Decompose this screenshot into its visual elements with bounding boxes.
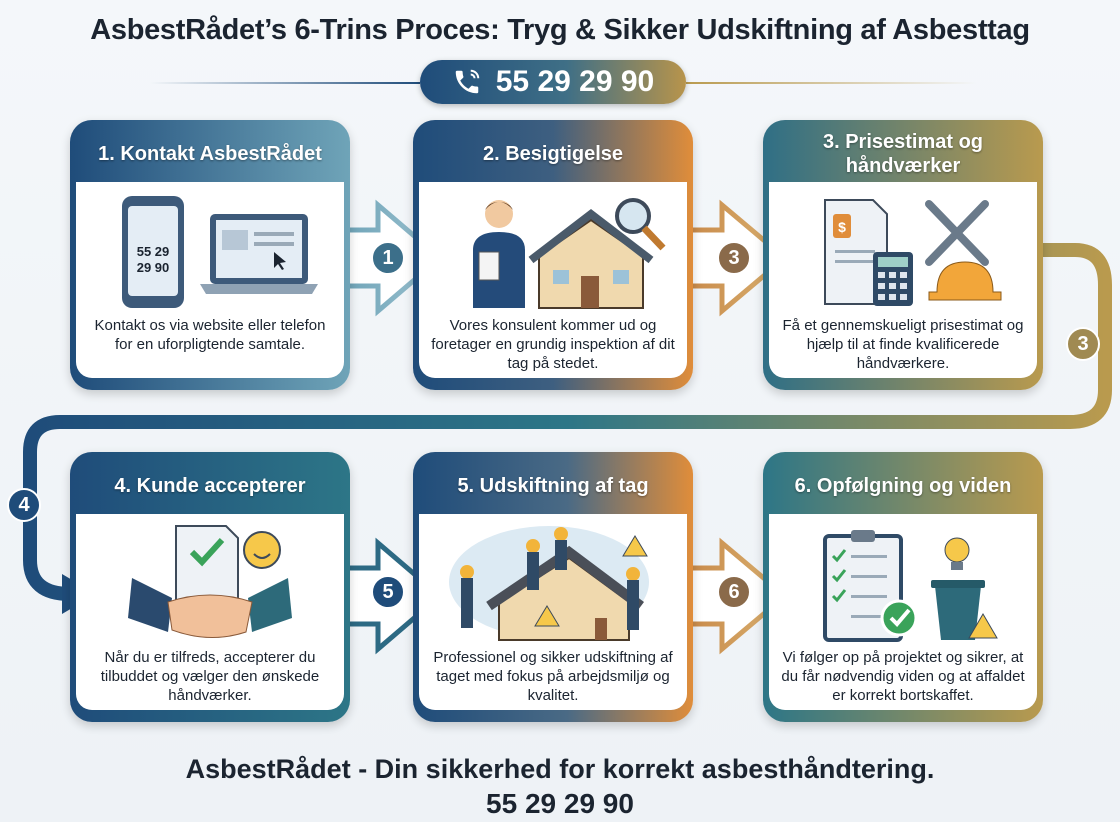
price-tag-symbol: $ (838, 219, 846, 235)
arrow-3-4 (23, 243, 1112, 601)
step-card-3: 3. Prisestimat og håndværker $ Få et gen… (763, 120, 1043, 390)
phone-icon (455, 69, 479, 94)
footer-phone[interactable]: 55 29 29 90 (486, 788, 634, 819)
phone-number: 55 29 29 90 (495, 65, 655, 98)
step-title: 6. Opfølgning og viden (794, 475, 1012, 497)
phone-laptop-illustration: 55 29 29 90 (122, 196, 318, 308)
step-title: 1. Kontakt AsbestRådet (98, 143, 322, 165)
step-badge-4: 4 (7, 488, 41, 522)
step-card-6: 6. Opfølgning og viden Vi følger op på p… (763, 452, 1043, 722)
phone-pill[interactable]: 55 29 29 90 (420, 60, 686, 104)
step-card-1: 1. Kontakt AsbestRådet 55 29 29 90 Konta… (70, 120, 350, 390)
divider (150, 82, 420, 84)
page-title: AsbestRådet’s 6-Trins Proces: Tryg & Sik… (90, 14, 1030, 46)
step-badge-6: 6 (717, 575, 751, 609)
step-title: 2. Besigtigelse (482, 143, 624, 165)
step-badge-3: 3 (1066, 327, 1100, 361)
phone-screen-line-2: 29 90 (137, 260, 170, 275)
checklist-recycle-illustration (823, 530, 998, 642)
step-badge-2: 3 (717, 241, 751, 275)
step-badge-5: 5 (371, 575, 405, 609)
roof-workers-illustration (449, 526, 649, 641)
step-description: Kontakt os via website eller telefon for… (94, 317, 326, 353)
step-title: 5. Udskiftning af tag (457, 475, 649, 497)
step-card-2: 2. Besigtigelse Vores konsulent kommer u… (413, 120, 693, 390)
invoice-tools-illustration: $ (824, 199, 1002, 306)
step-title: 3. Prisestimat og håndværker (822, 131, 984, 177)
step-description: Vores konsulent kommer ud og foretager e… (431, 317, 675, 372)
step-card-4: 4. Kunde accepterer Når du er tilfreds, … (70, 452, 350, 722)
divider (686, 82, 976, 84)
step-description: Få et gennemskueligt prisestimat og hjæl… (782, 317, 1024, 372)
step-card-5: 5. Udskiftning af tag Professionel og si… (413, 452, 693, 722)
footer-tagline: AsbestRådet - Din sikkerhed for korrekt … (185, 754, 935, 784)
step-title: 4. Kunde accepterer (114, 475, 306, 497)
step-description: Vi følger op på projektet og sikrer, at … (781, 649, 1025, 704)
step-description: Professionel og sikker udskiftning af ta… (433, 649, 673, 704)
consultant-house-illustration (473, 198, 666, 309)
phone-screen-line-1: 55 29 (137, 244, 170, 259)
step-badge-1: 1 (371, 241, 405, 275)
step-description: Når du er tilfreds, accepterer du tilbud… (100, 649, 320, 704)
handshake-illustration (128, 525, 292, 639)
